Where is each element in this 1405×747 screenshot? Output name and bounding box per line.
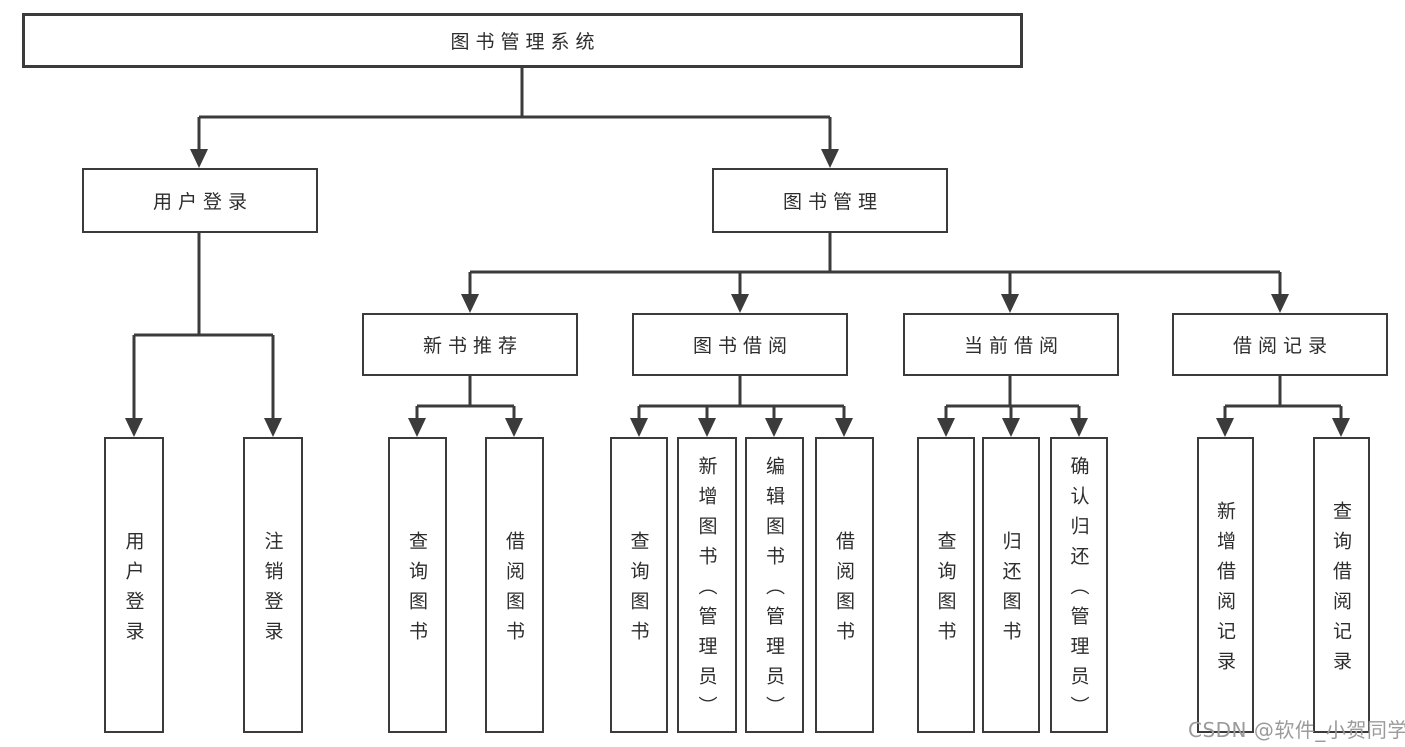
node-label: 借阅图书 [833,530,855,651]
csdn-watermark: CSDN @软件_小贺同学 [1188,718,1405,742]
node-user-login-group: 用户登录 [82,168,318,233]
node-new-book-recommendation: 新书推荐 [362,313,578,376]
node-label: 用户登录 [152,191,253,213]
node-label: 注销登录 [261,530,284,651]
leaf-query-borrowing-record: 查询借阅记录 [1313,437,1370,733]
leaf-borrow-books-borrowing: 借阅图书 [815,437,874,733]
leaf-confirm-return-admin: 确认归还（管理员） [1050,437,1108,733]
node-current-borrowing: 当前借阅 [903,313,1119,376]
node-book-management-group: 图书管理 [712,168,948,233]
leaf-borrow-books-recommend: 借阅图书 [485,437,544,733]
leaf-edit-books-admin: 编辑图书（管理员） [745,437,804,733]
node-label: 确认归还（管理员） [1067,455,1090,726]
leaf-return-books: 归还图书 [982,437,1040,733]
node-label: 查询图书 [627,530,650,651]
node-label: 查询借阅记录 [1330,500,1352,681]
node-label: 图书管理 [782,191,883,213]
node-library-management-system: 图书管理系统 [22,13,1023,68]
node-label: 借阅记录 [1232,335,1333,357]
node-label: 新增借阅记录 [1214,500,1236,681]
leaf-add-borrowing-record: 新增借阅记录 [1197,437,1254,733]
node-book-borrowing: 图书借阅 [632,313,848,376]
leaf-user-login: 用户登录 [104,437,164,733]
node-label: 借阅图书 [503,530,525,651]
leaf-logout: 注销登录 [243,437,303,733]
leaf-add-books-admin: 新增图书（管理员） [677,437,737,733]
node-label: 图书管理系统 [450,31,601,53]
node-label: 查询图书 [406,530,428,651]
node-label: 当前借阅 [963,335,1064,357]
node-label: 用户登录 [122,530,145,651]
leaf-query-books-borrowing: 查询图书 [610,437,668,733]
node-borrowing-records: 借阅记录 [1172,313,1388,376]
leaf-query-books-recommend: 查询图书 [388,437,447,733]
node-label: 新书推荐 [422,335,523,357]
node-label: 归还图书 [999,530,1022,651]
node-label: 图书借阅 [692,335,793,357]
node-label: 编辑图书（管理员） [763,455,785,726]
node-label: 查询图书 [934,530,957,651]
node-label: 新增图书（管理员） [695,455,718,726]
leaf-query-books-current: 查询图书 [917,437,975,733]
